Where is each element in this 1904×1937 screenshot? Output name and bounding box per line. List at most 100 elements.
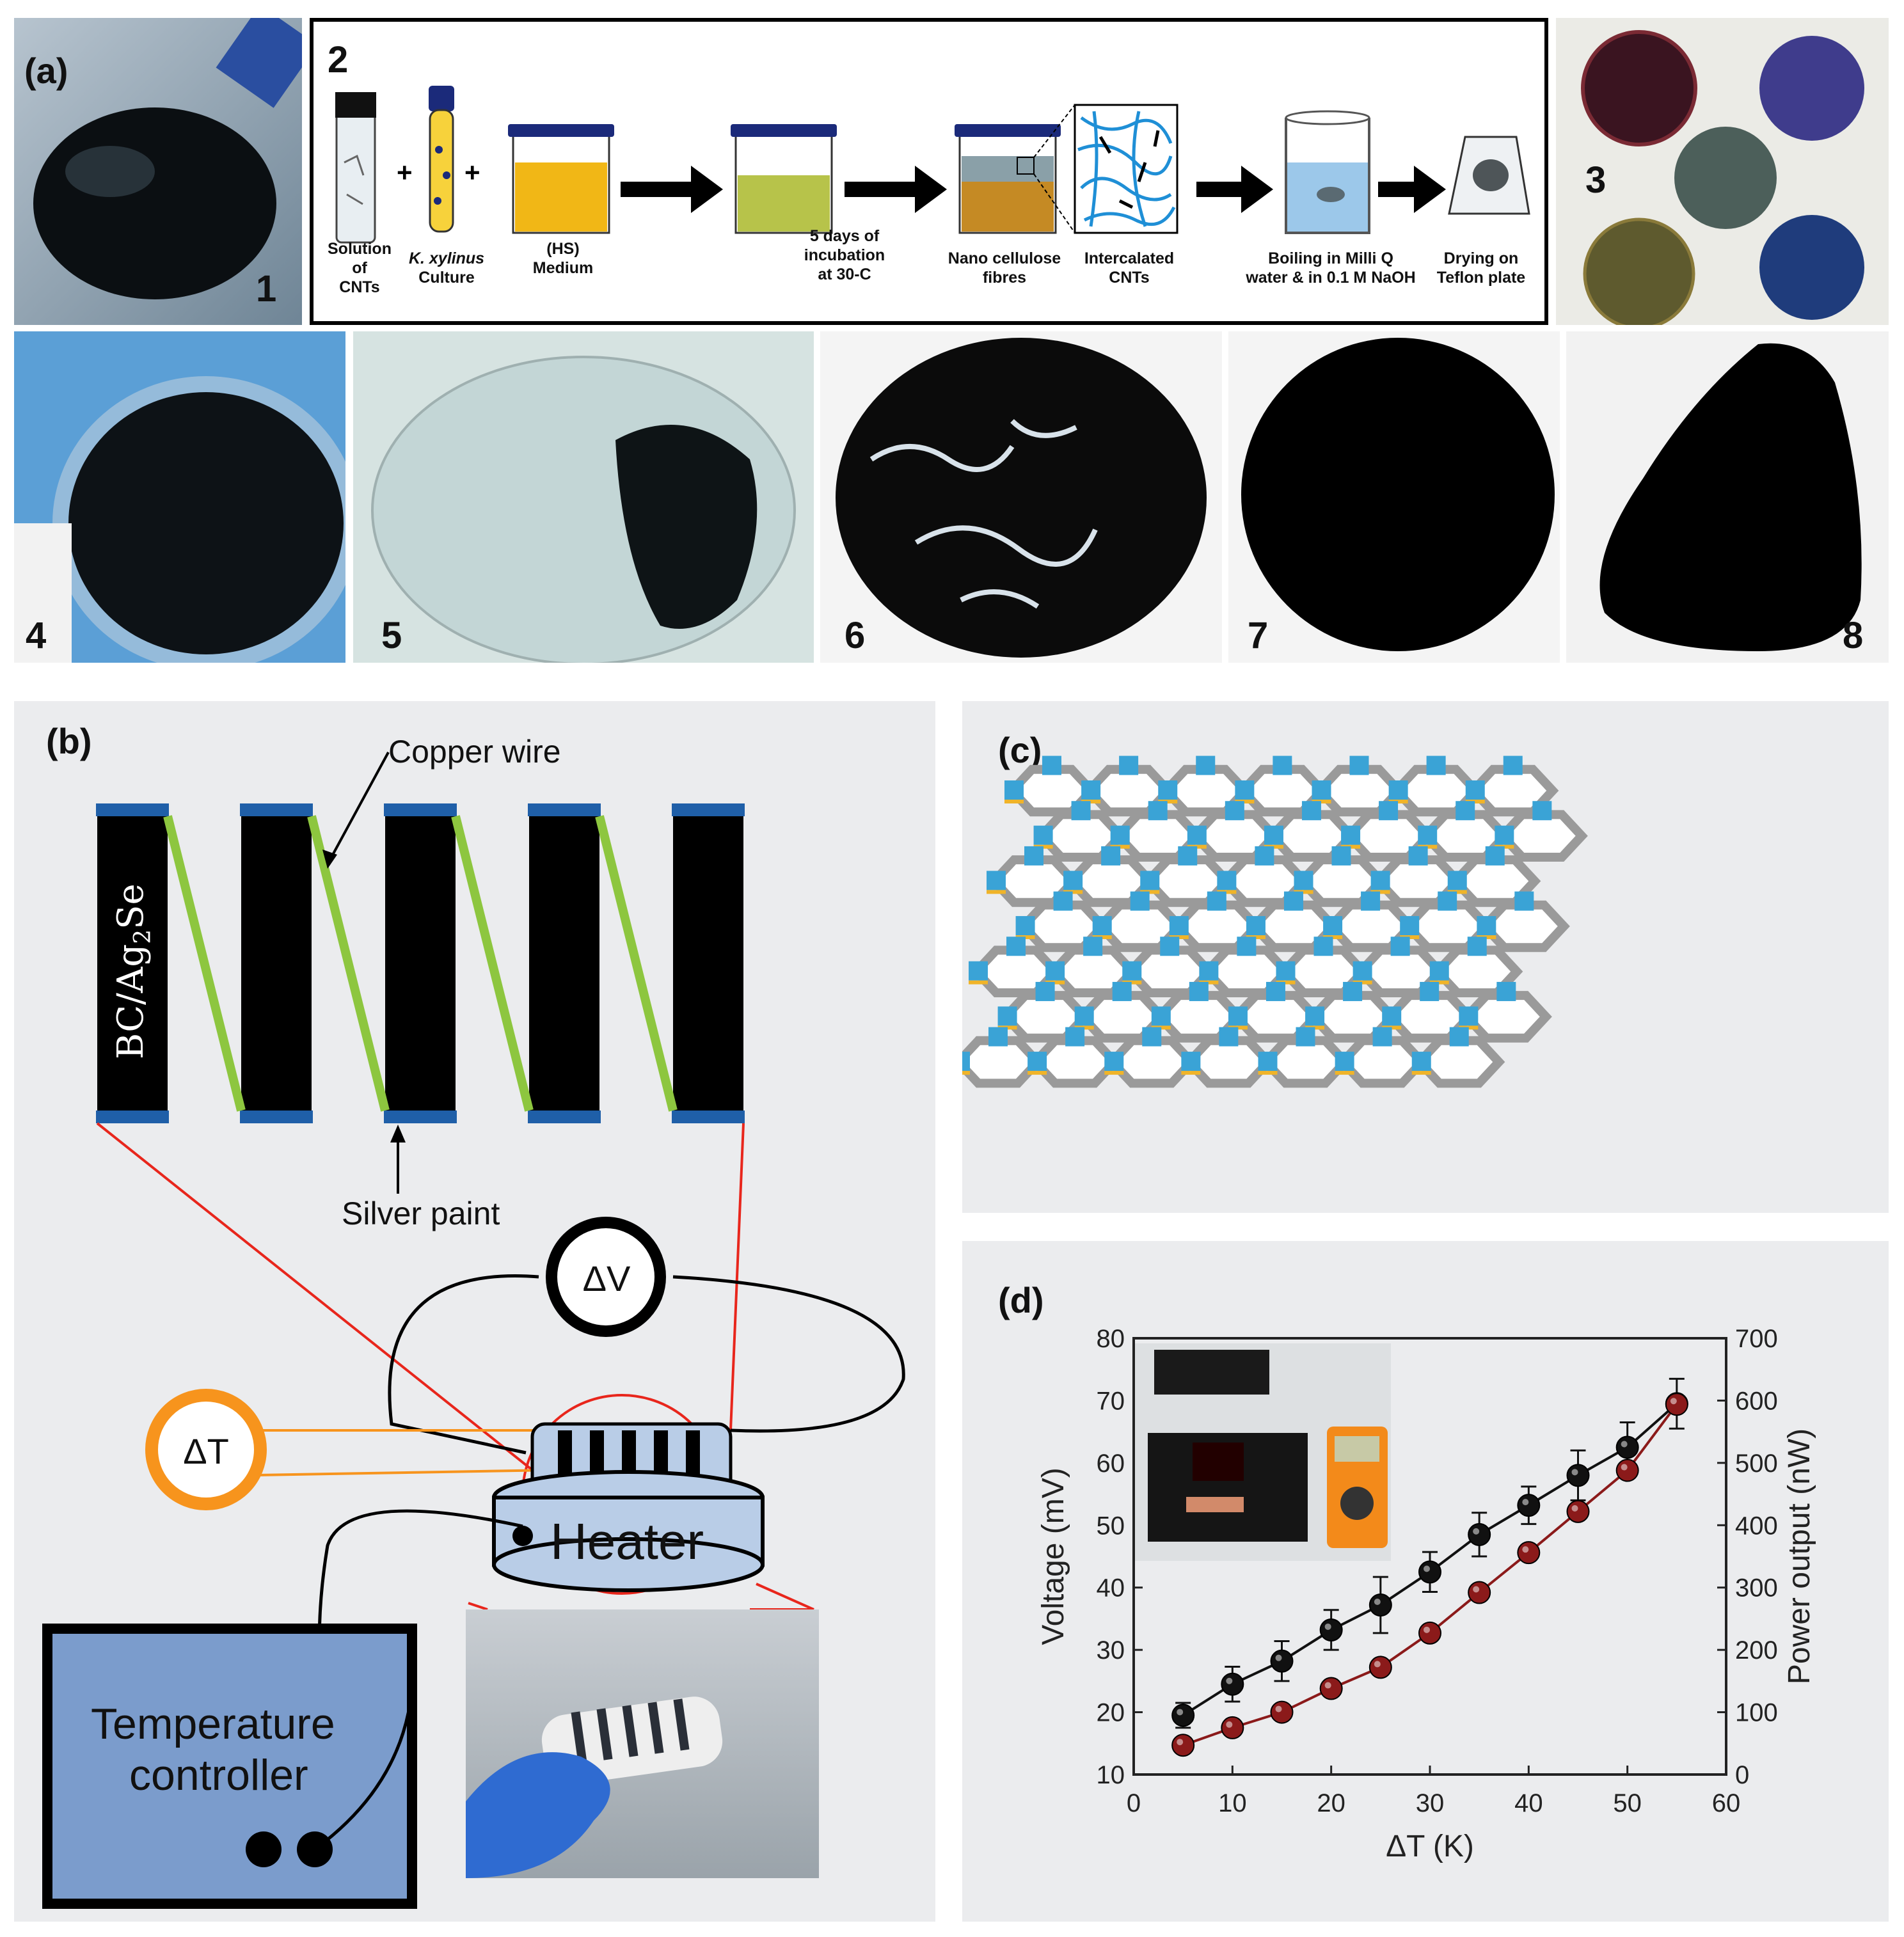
pellicle-circles xyxy=(1581,30,1864,325)
honeycomb-cell xyxy=(1027,1027,1121,1088)
module-schematic xyxy=(42,752,905,1909)
jar-illustration xyxy=(33,18,302,299)
step-drying: Drying on Teflon plate xyxy=(1436,249,1526,287)
y-tick-label: 20 xyxy=(1097,1699,1125,1727)
y2-tick-label: 700 xyxy=(1735,1325,1778,1353)
photo-1-jar xyxy=(14,18,302,325)
honeycomb-cell xyxy=(1181,1027,1274,1088)
arrow-3 xyxy=(1196,166,1273,213)
voltmeter-lead-right xyxy=(672,1275,905,1433)
leg-label: BC/Ag2Se xyxy=(110,883,156,1059)
data-point-highlight xyxy=(1670,1398,1677,1405)
honeycomb-cell xyxy=(1477,891,1570,953)
honeycomb-cell xyxy=(1418,801,1511,862)
x-tick-label: 20 xyxy=(1317,1789,1345,1817)
photo-3-pellicles xyxy=(1556,18,1889,325)
chart-inset-photo xyxy=(1135,1343,1391,1561)
heater-block xyxy=(492,1470,765,1592)
data-point-1 xyxy=(1517,1541,1541,1565)
honeycomb-cell xyxy=(1104,1027,1198,1088)
panel-b-tag: (b) xyxy=(46,721,92,761)
y-tick-label: 80 xyxy=(1097,1325,1125,1353)
leg-label-sub: 2 xyxy=(130,929,157,944)
data-point-1 xyxy=(1665,1393,1688,1416)
photo-3-number: 3 xyxy=(1585,159,1606,201)
process-number: 2 xyxy=(328,39,349,81)
y2-tick-label: 200 xyxy=(1735,1636,1778,1664)
photo-6-number: 6 xyxy=(845,615,866,656)
data-point-highlight xyxy=(1275,1654,1282,1661)
data-point-highlight xyxy=(1621,1464,1628,1471)
data-point-1 xyxy=(1468,1581,1491,1604)
pellicle-jar-icon xyxy=(955,124,1061,234)
culture-species: K. xylinus xyxy=(408,249,485,267)
data-point-0 xyxy=(1566,1464,1590,1487)
vial-icon xyxy=(335,92,376,244)
fibre-network-icon xyxy=(1074,104,1178,234)
data-point-highlight xyxy=(1621,1441,1628,1448)
controller-label-1: Temperature xyxy=(91,1700,335,1748)
photo-7-number: 7 xyxy=(1248,615,1269,656)
photo-8-dried-sheet xyxy=(1566,331,1889,663)
step-cnt-solution: Solution of CNTs xyxy=(328,240,392,296)
honeycomb-cell xyxy=(1258,1027,1352,1088)
data-point-highlight xyxy=(1522,1546,1529,1553)
data-point-highlight xyxy=(1424,1626,1430,1633)
data-point-1 xyxy=(1319,1677,1343,1700)
data-point-0 xyxy=(1221,1672,1244,1696)
data-point-1 xyxy=(1171,1734,1195,1757)
y2-tick-label: 100 xyxy=(1735,1699,1778,1727)
data-point-highlight xyxy=(1324,1682,1331,1689)
x-tick-label: 40 xyxy=(1514,1789,1543,1817)
data-point-highlight xyxy=(1226,1677,1233,1684)
y2-tick-label: 500 xyxy=(1735,1450,1778,1478)
panel-d-tag: (d) xyxy=(998,1280,1044,1320)
data-point-highlight xyxy=(1522,1499,1529,1506)
data-point-highlight xyxy=(1226,1721,1233,1728)
silver-paint-label: Silver paint xyxy=(342,1196,500,1231)
controller-label-2: controller xyxy=(129,1751,308,1799)
data-point-1 xyxy=(1368,1656,1392,1679)
arrow-4 xyxy=(1378,166,1446,213)
dried-sheet-illustration xyxy=(1599,343,1862,651)
photo-7-black-disc xyxy=(1228,331,1560,663)
data-point-highlight xyxy=(1324,1623,1331,1630)
module-photo xyxy=(466,1609,819,1878)
arrow-2 xyxy=(845,166,947,213)
data-point-0 xyxy=(1171,1704,1195,1727)
data-point-1 xyxy=(1566,1499,1590,1523)
honeycomb-structure xyxy=(962,755,1588,1088)
process-graphics: + + xyxy=(335,86,1530,244)
x-tick-label: 0 xyxy=(1127,1789,1141,1817)
photo-1-number: 1 xyxy=(256,268,277,310)
y2-tick-label: 600 xyxy=(1735,1387,1778,1415)
step-medium: (HS) Medium xyxy=(532,240,594,277)
data-point-highlight xyxy=(1374,1661,1381,1668)
data-point-0 xyxy=(1319,1618,1343,1641)
honeycomb-cell xyxy=(1495,801,1588,862)
y-tick-label: 40 xyxy=(1097,1574,1125,1602)
teflon-plate-icon xyxy=(1448,136,1530,215)
photo-4-dish xyxy=(14,331,345,663)
photo-5-number: 5 xyxy=(381,615,402,656)
voltmeter-circle xyxy=(546,1217,666,1337)
beaker-icon xyxy=(1285,110,1370,234)
data-point-0 xyxy=(1368,1593,1392,1617)
y2-axis-label: Power output (nW) xyxy=(1782,1428,1816,1684)
photo-4-number: 4 xyxy=(26,615,47,656)
y-axis-label: Voltage (mV) xyxy=(1036,1467,1070,1645)
module-photo-illustration xyxy=(466,1696,723,1878)
arrow-1 xyxy=(621,166,723,213)
step-culture: K. xylinus Culture xyxy=(402,249,491,287)
y-tick-label: 10 xyxy=(1097,1761,1125,1789)
x-tick-label: 50 xyxy=(1613,1789,1642,1817)
data-point-highlight xyxy=(1571,1505,1578,1512)
honeycomb-cell xyxy=(1335,1027,1429,1088)
y-tick-label: 60 xyxy=(1097,1450,1125,1478)
data-point-highlight xyxy=(1473,1586,1480,1593)
silver-paint-pads xyxy=(96,803,745,1123)
step-nanocellulose: Nano cellulose fibres xyxy=(948,249,1061,287)
data-point-1 xyxy=(1418,1621,1441,1645)
thermocouple-circle xyxy=(145,1389,267,1510)
